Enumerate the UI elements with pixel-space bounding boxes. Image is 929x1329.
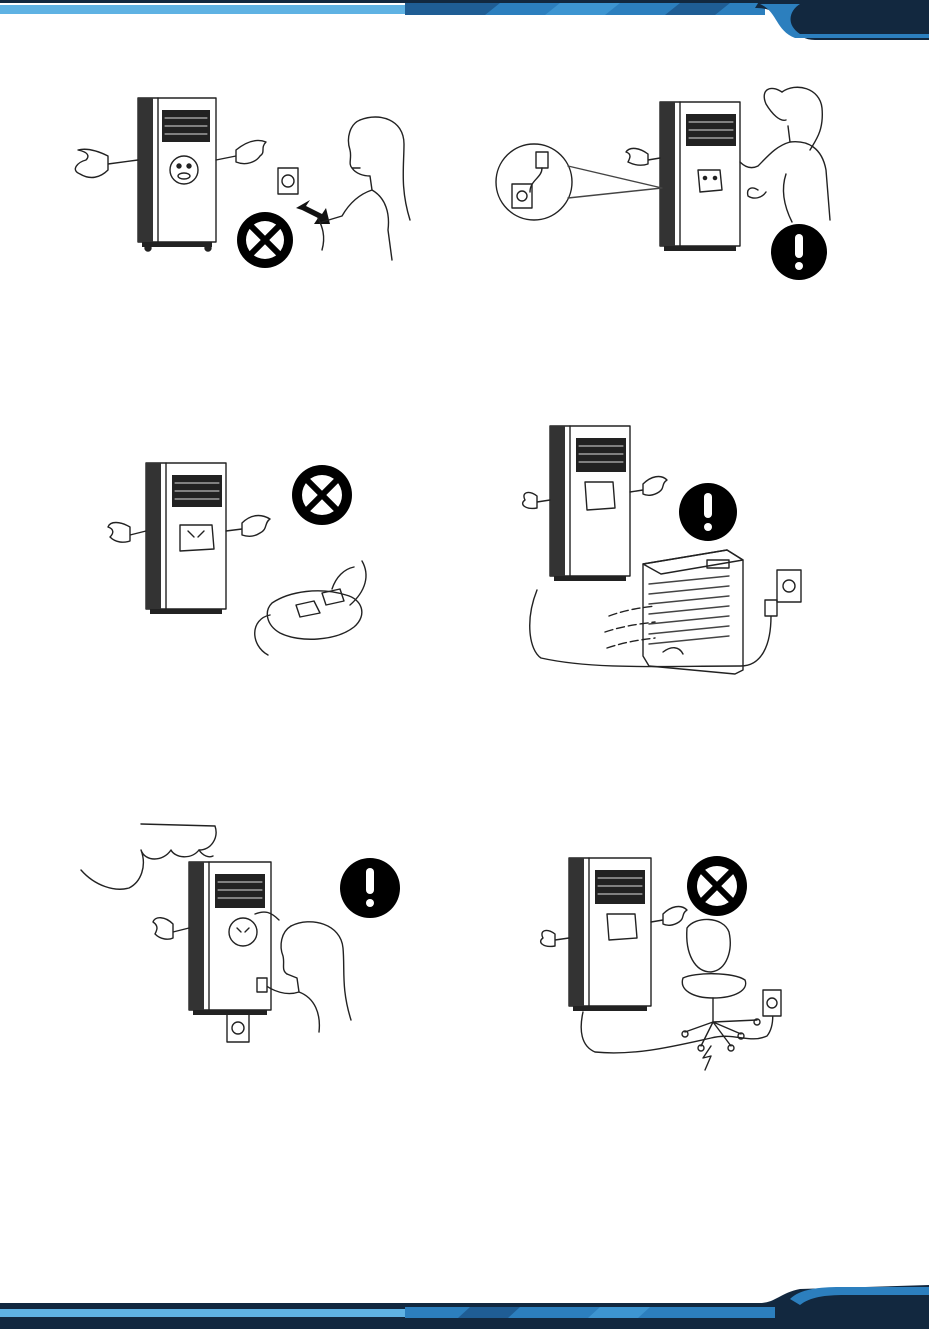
mandatory-symbol <box>679 483 737 541</box>
arm-left <box>108 523 146 543</box>
woman-pulling-cord <box>318 117 410 260</box>
office-chair <box>682 919 760 1051</box>
header-band <box>0 0 929 40</box>
arm-left <box>153 918 189 939</box>
air-conditioner-unit <box>569 858 651 1011</box>
footer-band <box>0 1285 929 1329</box>
wall-outlet <box>278 168 298 194</box>
illustration-away-from-heater <box>515 420 825 695</box>
arm-right <box>630 477 667 496</box>
mandatory-symbol <box>340 858 400 918</box>
arm-left <box>626 148 660 165</box>
woman-looking <box>740 87 830 222</box>
illustration-do-not-pull-cord <box>60 90 420 280</box>
prohibited-symbol <box>292 465 352 525</box>
illustration-no-multi-socket <box>100 455 400 665</box>
arm-left <box>523 493 550 509</box>
mandatory-symbol <box>771 224 827 280</box>
illustration-unplug-by-plug <box>490 70 850 285</box>
arm-left <box>541 931 569 947</box>
arm-right <box>216 140 266 163</box>
prohibited-symbol <box>687 856 747 916</box>
air-conditioner-unit <box>138 98 216 251</box>
multi-socket-strip <box>255 561 366 655</box>
arm-right <box>651 907 687 926</box>
arm-left <box>75 149 138 177</box>
wall-outlet <box>227 1014 249 1042</box>
air-conditioner-unit <box>146 463 226 614</box>
air-conditioner-unit <box>660 102 740 251</box>
illustration-no-cord-under-chair <box>535 850 825 1075</box>
prohibited-symbol <box>237 212 293 268</box>
arm-right <box>226 516 270 537</box>
air-conditioner-unit <box>550 426 630 581</box>
illustration-unplug-on-smoke <box>75 820 420 1050</box>
heater <box>643 550 743 674</box>
